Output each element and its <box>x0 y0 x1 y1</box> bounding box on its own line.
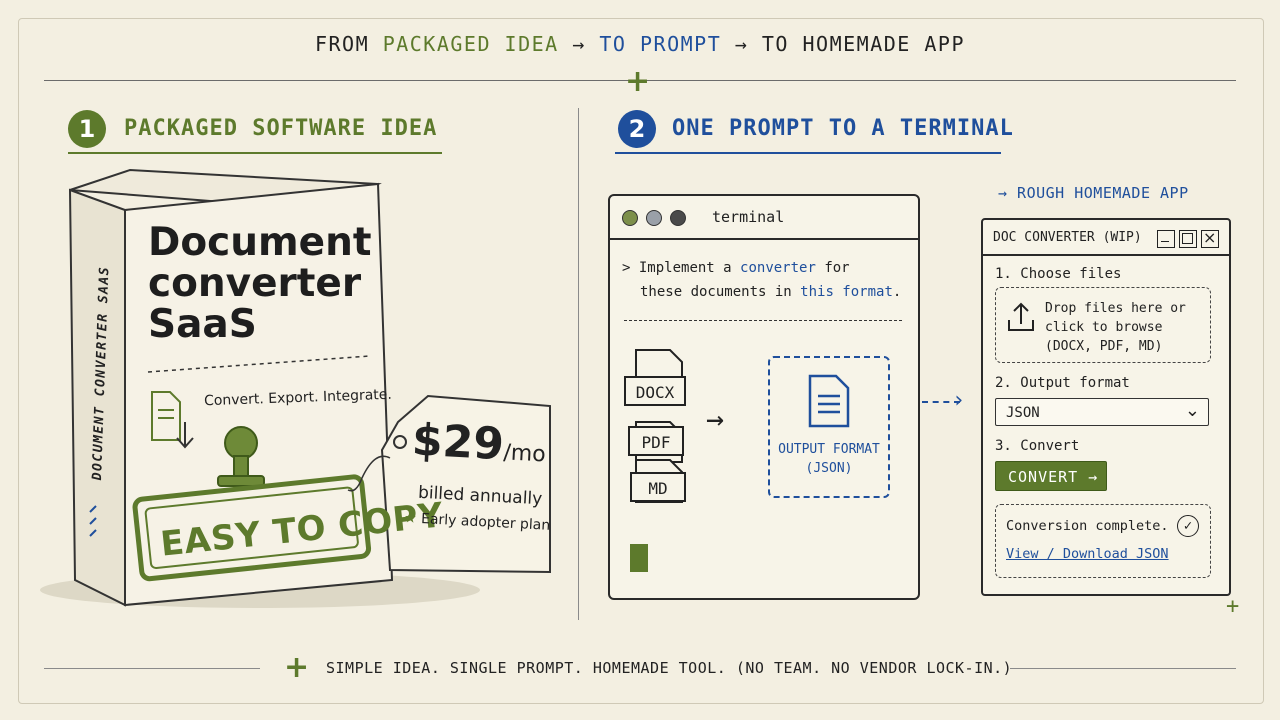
check-circle-icon: ✓ <box>1177 515 1199 537</box>
connector-dashed-line <box>922 401 960 403</box>
chevron-down-icon: ⌄ <box>1184 400 1200 421</box>
homemade-app-label: → ROUGH HOMEMADE APP <box>998 184 1189 202</box>
prompt-text-1c: for <box>824 260 850 276</box>
box-title: Document converter SaaS <box>148 222 372 345</box>
app-titlebar-divider <box>983 254 1229 256</box>
terminal-prompt[interactable]: > Implement a converter for these docume… <box>622 256 901 304</box>
section-2-underline <box>615 152 1001 154</box>
prompt-text-2c: . <box>892 284 902 300</box>
output-format-line-2: (JSON) <box>805 461 853 476</box>
price-value: $29 <box>410 414 506 471</box>
output-format-line-1: OUTPUT FORMAT <box>778 442 880 457</box>
title-packaged-idea: PACKAGED IDEA <box>382 32 559 56</box>
footer-plus-icon: + <box>284 650 310 685</box>
output-format-select[interactable]: JSON ⌄ <box>995 398 1209 426</box>
footer-divider-right <box>1010 668 1236 669</box>
footer-divider-left <box>44 668 260 669</box>
output-format-value: JSON <box>1006 405 1040 421</box>
step-1-badge: 1 <box>68 110 106 148</box>
step-convert-label: 3. Convert <box>995 438 1080 454</box>
terminal-dot-gray <box>646 210 662 226</box>
upload-icon <box>1008 302 1034 331</box>
price-block: $29/mo <box>411 415 548 473</box>
spine-stripes <box>89 505 97 537</box>
maximize-icon[interactable] <box>1179 230 1197 248</box>
title-to-prompt: TO PROMPT <box>599 32 722 56</box>
section-1-title: PACKAGED SOFTWARE IDEA <box>124 116 438 141</box>
drop-text-line-1: Drop files here or <box>1045 301 1186 316</box>
json-document-icon <box>808 374 850 428</box>
star-icon: ★ <box>403 510 418 527</box>
prompt-text-2a: these documents in <box>640 284 792 300</box>
box-title-line-2: converter <box>148 261 362 306</box>
section-2-title: ONE PROMPT TO A TERMINAL <box>672 116 1014 141</box>
step-output-format-label: 2. Output format <box>995 375 1130 391</box>
file-docx-label: DOCX <box>624 376 686 406</box>
prompt-symbol: > <box>622 260 631 276</box>
price-tag <box>347 394 551 574</box>
prompt-text-1a: Implement a <box>638 260 732 276</box>
stamp-handle <box>217 426 265 487</box>
stamp-frame <box>132 474 372 582</box>
output-format-box <box>768 356 890 498</box>
header-plus-icon: + <box>625 64 651 99</box>
title-arrow-1: → <box>572 32 586 56</box>
drop-zone-text: Drop files here or click to browse (DOCX… <box>1045 299 1186 356</box>
terminal-dashed-divider <box>624 320 902 321</box>
minimize-icon[interactable] <box>1157 230 1175 248</box>
app-window-title: DOC CONVERTER (WIP) <box>993 230 1142 245</box>
output-format-label: OUTPUT FORMAT (JSON) <box>770 440 888 478</box>
step-2-badge: 2 <box>618 110 656 148</box>
convert-arrow-icon: → <box>706 402 725 437</box>
title-arrow-2: → <box>734 32 749 56</box>
footer-tagline: SIMPLE IDEA. SINGLE PROMPT. HOMEMADE TOO… <box>326 659 1013 677</box>
file-drop-zone[interactable] <box>995 287 1211 363</box>
convert-button[interactable]: CONVERT → <box>995 461 1107 491</box>
file-md-label: MD <box>630 472 686 502</box>
terminal-cursor <box>630 544 648 572</box>
conversion-status-text: Conversion complete. <box>1006 518 1169 534</box>
drop-text-line-2: click to browse <box>1045 320 1163 335</box>
step-choose-files-label: 1. Choose files <box>995 266 1122 282</box>
prompt-text-2b: this format <box>800 284 893 300</box>
price-unit: /mo <box>502 440 547 468</box>
section-1-underline <box>68 152 442 154</box>
title-homemade-app: TO HOMEMADE APP <box>761 32 966 56</box>
center-divider <box>578 108 579 620</box>
document-download-icon <box>151 391 194 449</box>
page-title: FROM PACKAGED IDEA → TO PROMPT → TO HOME… <box>0 32 1280 56</box>
drop-text-line-3: (DOCX, PDF, MD) <box>1045 339 1163 354</box>
box-title-line-3: SaaS <box>148 302 257 347</box>
download-json-link[interactable]: View / Download JSON <box>1006 546 1169 562</box>
box-dashed-line <box>147 355 371 373</box>
terminal-window: terminal > Implement a converter for the… <box>608 194 920 600</box>
terminal-dot-dark <box>670 210 686 226</box>
terminal-title: terminal <box>712 208 785 226</box>
conversion-status-box <box>995 504 1211 578</box>
terminal-dot-green <box>622 210 638 226</box>
software-box-illustration <box>40 168 551 608</box>
prompt-text-1b: converter <box>740 260 816 276</box>
box-title-line-1: Document <box>148 220 372 265</box>
connector-arrow-icon: › <box>952 388 966 413</box>
box-front-face <box>124 182 394 607</box>
corner-crosshair-icon: + <box>1226 594 1240 619</box>
file-pdf-label: PDF <box>628 426 684 456</box>
header-divider <box>44 80 1236 81</box>
terminal-titlebar-divider <box>610 238 918 240</box>
close-icon[interactable]: × <box>1201 228 1219 248</box>
title-from: FROM <box>314 32 370 56</box>
